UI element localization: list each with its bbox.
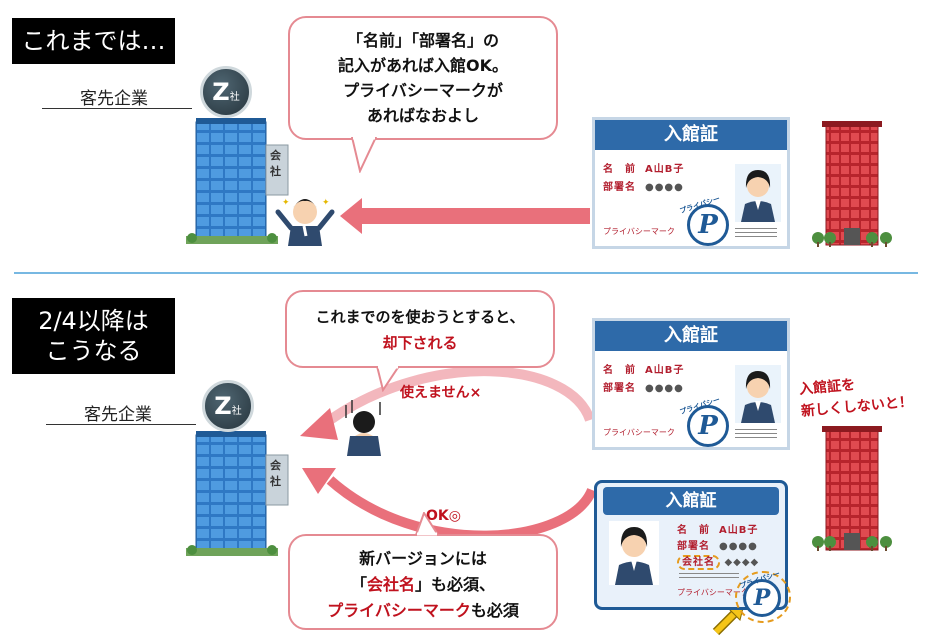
client-building-top <box>186 118 289 244</box>
card-info-lines <box>735 228 777 240</box>
card-name-row: 名 前 A山B子 <box>603 164 685 175</box>
card-info-lines <box>679 573 739 581</box>
arrow-accepted <box>302 468 597 541</box>
privacy-mark-icon: P <box>687 204 729 246</box>
bubble-tail-new <box>414 512 440 536</box>
card-name-row: 名 前 A山B子 <box>603 365 685 376</box>
section-label-before: これまでは… <box>12 18 175 64</box>
building-sign-top: 会 社 <box>270 149 281 178</box>
entry-pass-card-old: 入館証 名 前 A山B子 部署名 ●●●● プライバシーマーク P プライバシー <box>592 318 790 450</box>
office-tower-bottom <box>812 426 892 551</box>
person-photo-icon <box>735 164 781 222</box>
arrow-card-to-client-top <box>340 198 590 234</box>
card-dept-row: 部署名 ●●●● <box>677 541 758 552</box>
rejected-label: 使えません× <box>400 385 482 401</box>
bubble-tail-rejected <box>375 366 401 392</box>
rejected-bubble: これまでのを使おうとすると、 却下される <box>285 290 555 368</box>
new-version-line2: 「会社名」も必須、 <box>350 575 496 594</box>
sad-person-icon <box>345 400 381 456</box>
svg-text:✦: ✦ <box>322 198 330 208</box>
client-underline-bottom <box>46 424 196 425</box>
privacy-mark-highlight <box>735 571 791 623</box>
card-mark-label: プライバシーマーク <box>603 227 675 236</box>
ok-label: OK◎ <box>426 508 461 524</box>
person-photo-icon <box>609 521 659 585</box>
card-info-lines <box>735 429 777 441</box>
card-name-row: 名 前 A山B子 <box>677 525 759 536</box>
person-photo-icon <box>735 365 781 423</box>
card-mark-label: プライバシーマーク <box>677 588 749 597</box>
client-label-top: 客先企業 <box>80 89 148 109</box>
new-version-bubble: 新バージョンには 「会社名」も必須、 プライバシーマークも必須 <box>288 534 558 630</box>
entry-pass-card-new: 入館証 名 前 A山B子 部署名 ●●●● 会社名 ◆◆◆◆ プライバシーマーク… <box>594 480 791 623</box>
card-dept-row: 部署名 ●●●● <box>603 182 684 193</box>
new-version-line3: プライバシーマークも必須 <box>327 601 519 620</box>
card-title: 入館証 <box>603 487 779 515</box>
card-dept-row: 部署名 ●●●● <box>603 383 684 394</box>
privacy-mark-icon: P <box>687 405 729 447</box>
client-underline-top <box>42 108 192 109</box>
card-company-row: 会社名 ◆◆◆◆ <box>677 553 759 570</box>
happy-person-icon: ✦ ✦ <box>275 198 335 246</box>
client-building-bottom <box>186 431 289 556</box>
card-title: 入館証 <box>595 120 787 150</box>
arrow-rejected <box>300 366 595 440</box>
bubble-tail-top <box>350 137 378 173</box>
building-sign-bottom: 会 社 <box>270 459 281 488</box>
entry-pass-card-top: 入館証 名 前 A山B子 部署名 ●●●● プライバシーマーク P プライバシー <box>592 117 790 249</box>
section-label-after: 2/4以降は こうなる <box>12 298 175 374</box>
svg-text:✦: ✦ <box>282 198 290 208</box>
client-label-bottom: 客先企業 <box>84 405 152 425</box>
requirements-bubble-top: 「名前」「部署名」の 記入があれば入館OK。 プライバシーマークが あればなおよ… <box>288 16 558 140</box>
card-title: 入館証 <box>595 321 787 351</box>
privacy-mark-icon: P <box>743 579 781 617</box>
card-mark-label: プライバシーマーク <box>603 428 675 437</box>
office-tower-top <box>812 121 892 247</box>
